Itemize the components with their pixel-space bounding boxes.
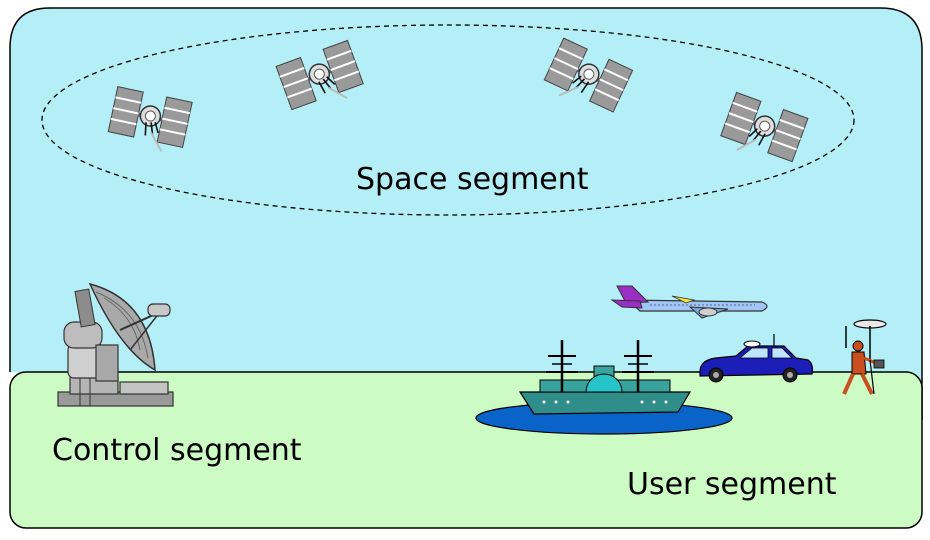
orbit-ellipse (41, 24, 855, 216)
airplane-icon (610, 285, 768, 319)
satellite-dish-icon (57, 282, 174, 407)
user-segment-label: User segment (627, 467, 837, 502)
control-segment-label: Control segment (52, 433, 302, 468)
car-icon (699, 334, 814, 383)
ship-icon (475, 340, 733, 435)
space-segment-label: Space segment (356, 162, 589, 197)
surveyor-icon (842, 319, 887, 395)
sky-region (9, 7, 923, 420)
